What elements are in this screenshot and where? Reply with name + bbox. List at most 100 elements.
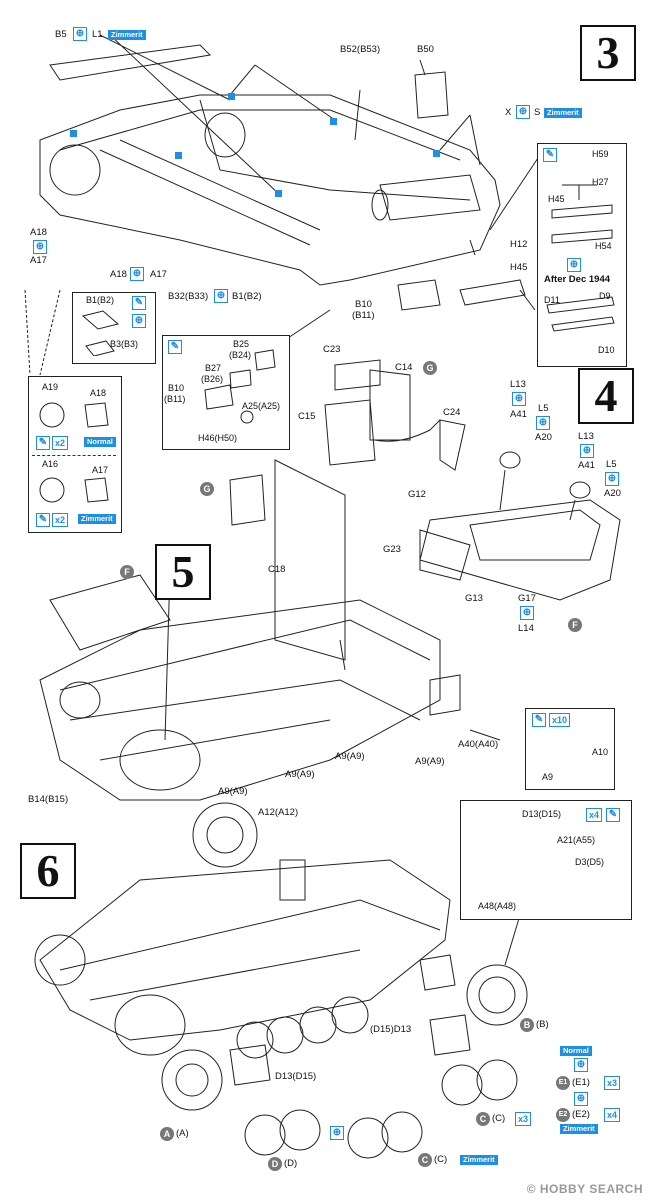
label-B1: B1(B2): [232, 291, 262, 302]
exhaust-muffler: [379, 174, 481, 221]
label-L5: L5: [606, 459, 617, 470]
zimmerit-flag: Zimmerit: [78, 514, 116, 524]
sprue-C: C: [418, 1153, 432, 1167]
callout-B25-A25: [162, 335, 290, 450]
cement-icon: ⊕: [574, 1058, 588, 1072]
label-A17-callout: A17: [92, 465, 109, 475]
label-H54: H54: [595, 241, 612, 251]
plate-C18: [274, 459, 346, 661]
label-A10: A10: [592, 747, 609, 757]
label-A40: A40(A40): [458, 739, 499, 750]
label-A41: A41: [510, 409, 527, 420]
divider: [32, 455, 116, 456]
label-B10: B10: [355, 299, 372, 310]
quantity-x2: x2: [52, 513, 69, 527]
label-B5: B5: [55, 29, 67, 40]
sprue-F: F: [120, 565, 134, 579]
step-number-6: 6: [20, 843, 76, 899]
after-dec-1944-label: After Dec 1944: [544, 274, 611, 285]
quantity-x4: x4: [586, 808, 603, 822]
cement-icon: ⊕: [132, 314, 146, 328]
label-D10: D10: [598, 345, 615, 355]
drive-housing-step6: [114, 994, 186, 1056]
label-H45-callout: H45: [548, 194, 565, 204]
sprue-A: A: [160, 1127, 174, 1141]
quantity-x3: x3: [515, 1112, 532, 1126]
label-A9-callout: A9: [542, 772, 554, 782]
cement-icon: ⊕: [520, 606, 534, 620]
label-A16: A16: [42, 459, 59, 469]
label-L1: L1: [92, 29, 103, 40]
label-D-paren: (D): [284, 1158, 298, 1169]
watermark: © HOBBY SEARCH: [526, 1182, 643, 1196]
zimmerit-flag: Zimmerit: [108, 30, 146, 40]
hull-plate-F-step5: [49, 574, 171, 651]
hull-outline-step6: [39, 859, 451, 1041]
label-A19: A19: [42, 382, 59, 392]
sprue-E2: E2: [556, 1108, 570, 1122]
label-A9: A9(A9): [218, 786, 248, 797]
zimmerit-flag: Zimmerit: [460, 1155, 498, 1165]
label-E1-paren: (E1): [572, 1077, 590, 1088]
brush-icon: ✎: [36, 436, 50, 450]
drive-sprocket-A12: [192, 802, 258, 868]
label-C14: C14: [395, 362, 413, 373]
drive-housing-step5: [119, 729, 201, 791]
sprue-B: B: [520, 1018, 534, 1032]
label-C-paren: (C): [434, 1154, 448, 1165]
part-C14: [369, 369, 411, 441]
brush-icon: ✎: [606, 808, 620, 822]
step-number-3: 3: [580, 25, 636, 81]
sprue-E1: E1: [556, 1076, 570, 1090]
label-B-paren: (B): [536, 1019, 549, 1030]
label-A20: A20: [535, 432, 552, 443]
label-H27: H27: [592, 177, 609, 187]
label-D3: D3(D5): [575, 857, 605, 867]
hull-outline-step5: [39, 599, 441, 801]
label-G17: G17: [518, 593, 536, 604]
label-A9: A9(A9): [335, 751, 365, 762]
label-B27: B27: [205, 363, 222, 373]
brush-icon: ✎: [132, 296, 146, 310]
part-B10: [397, 279, 441, 311]
label-L14: L14: [518, 623, 534, 634]
cement-icon: ⊕: [330, 1126, 344, 1140]
cement-icon: ⊕: [512, 392, 526, 406]
quantity-x4: x4: [604, 1108, 621, 1122]
label-A-paren: (A): [176, 1128, 189, 1139]
label-H12: H12: [510, 239, 528, 250]
label-H46: H46(H50): [198, 433, 238, 443]
brush-icon: ✎: [36, 513, 50, 527]
brush-icon: ✎: [543, 148, 557, 162]
label-C24: C24: [443, 407, 461, 418]
label-A48: A48(A48): [478, 901, 517, 911]
label-X: X: [505, 107, 512, 118]
part-B1-drawing: [81, 310, 120, 356]
callout-normal-zimmerit: [28, 376, 122, 533]
quantity-x10: x10: [549, 713, 571, 727]
label-A12: A12(A12): [258, 807, 299, 818]
normal-flag: Normal: [560, 1046, 592, 1056]
part-B10-drawing: [204, 349, 276, 424]
callout-parts-drawing: [546, 184, 615, 332]
part-C15: [324, 399, 376, 466]
label-A18: A18: [110, 269, 127, 280]
label-C23: C23: [323, 344, 341, 355]
label-H45: H45: [510, 262, 528, 273]
step-number-4: 4: [578, 368, 634, 424]
label-C15: C15: [298, 411, 316, 422]
label-A9: A9(A9): [415, 756, 445, 767]
panel-B5: [49, 44, 212, 81]
label-B24: (B24): [229, 350, 252, 360]
road-wheels-upper: [236, 996, 369, 1059]
road-wheels-lower: [244, 1059, 518, 1159]
sprue-C: C: [476, 1112, 490, 1126]
label-B11: (B11): [352, 310, 375, 321]
label-B10-callout: B10: [168, 383, 185, 393]
cement-icon: ⊕: [214, 289, 228, 303]
label-B32: B32(B33): [168, 291, 209, 302]
label-D15-D13: (D15)D13: [370, 1024, 412, 1035]
label-B11-callout: (B11): [164, 394, 186, 404]
part-G-block: [229, 474, 266, 526]
label-B1B2: B1(B2): [86, 295, 115, 305]
